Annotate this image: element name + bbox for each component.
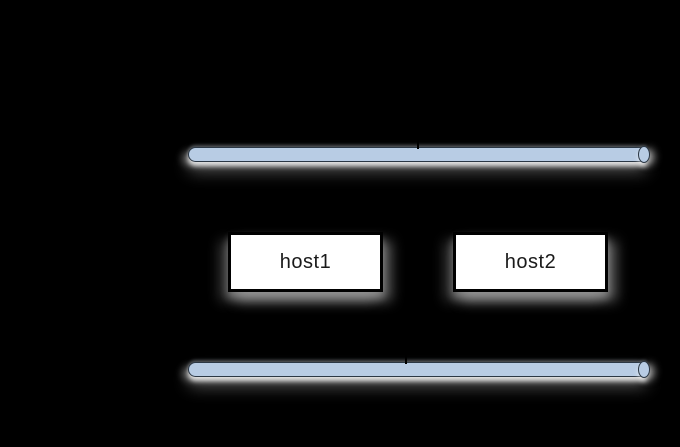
bottom-network-bus (188, 362, 646, 377)
bottom-bus-center-tick (405, 351, 407, 364)
connector-host2-to-bottom-bus (530, 290, 532, 364)
host2-node: host2 (453, 232, 608, 292)
top-bus-center-tick (417, 136, 419, 149)
connector-host1-to-bottom-bus (304, 290, 306, 364)
connector-host1-to-top-bus (304, 160, 306, 234)
host1-node: host1 (228, 232, 383, 292)
top-bus-end-cap (638, 146, 650, 163)
bottom-bus-end-cap (638, 361, 650, 378)
top-network-bus (188, 147, 646, 162)
host2-label: host2 (504, 250, 557, 273)
host1-label: host1 (279, 250, 332, 273)
connector-host2-to-top-bus (530, 160, 532, 234)
